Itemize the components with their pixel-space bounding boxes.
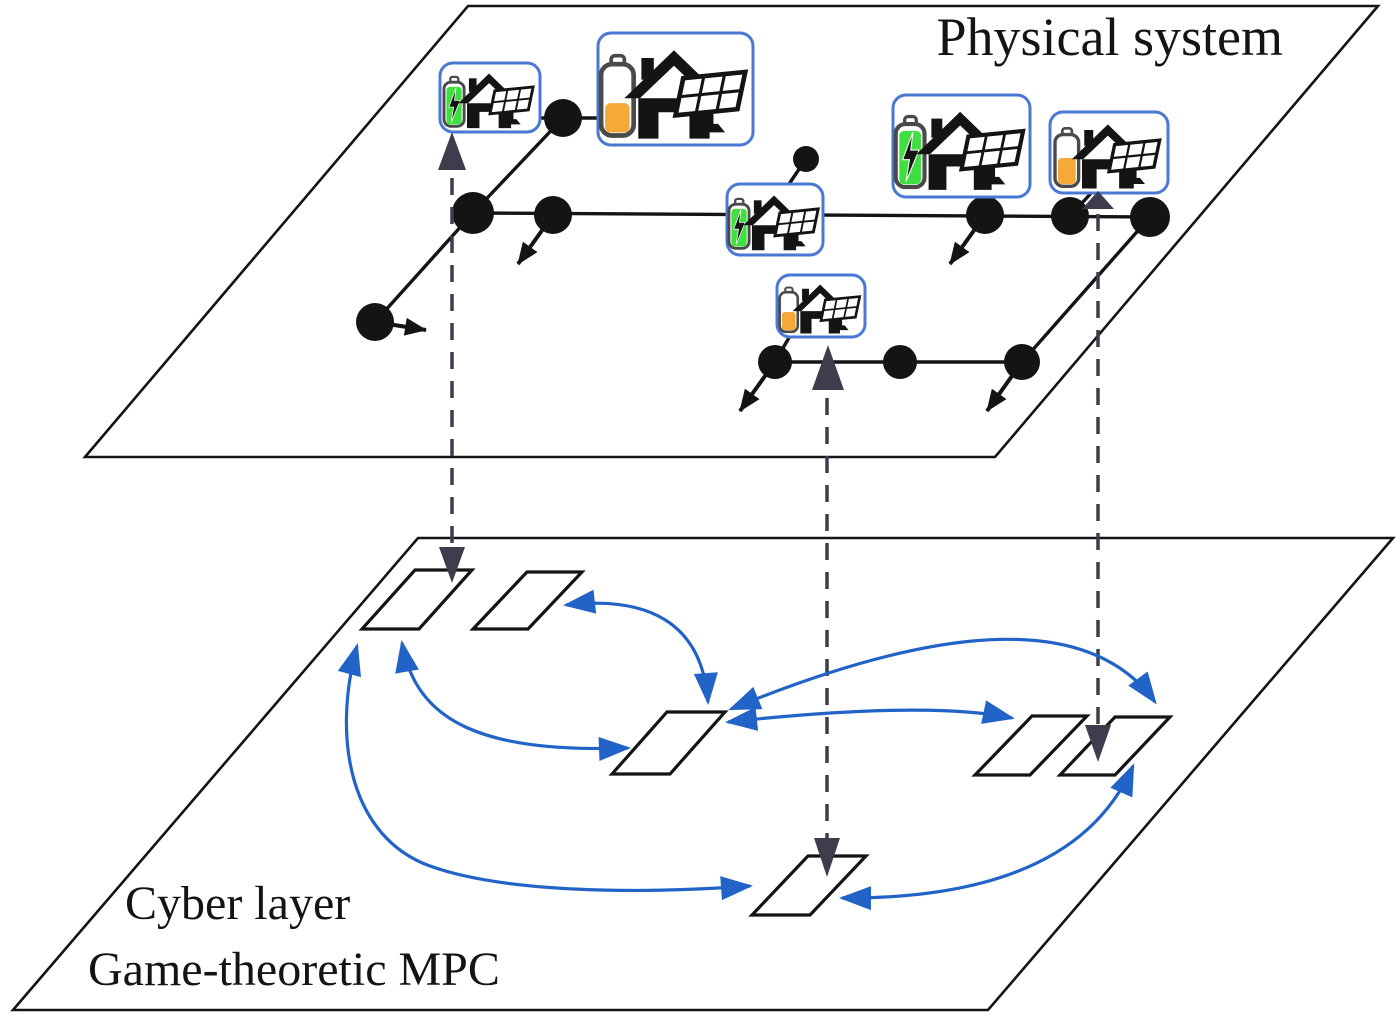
house-box-border [891, 93, 1032, 199]
grid-line-7 [1020, 215, 1152, 364]
house-icon-group [442, 73, 535, 129]
battery-icon [727, 197, 751, 250]
solar-panel-icon [958, 128, 1026, 185]
cyber-layer-label: Cyber layer [125, 877, 350, 930]
cyber-plane [10, 536, 1396, 1012]
downlink-arrowhead-3 [1085, 725, 1111, 762]
house-box-border [596, 31, 755, 147]
comm-arc-agent-3-agent-4 [725, 700, 1015, 731]
house-box-border [725, 182, 825, 257]
uplink-arrowheads [438, 132, 1114, 390]
house-nodes [438, 31, 1170, 339]
physical-system-label: Physical system [937, 7, 1284, 67]
solar-panel-icon [773, 207, 821, 247]
downlink-arrowhead-1 [439, 547, 465, 583]
bus-node-8 [356, 303, 394, 341]
downlink-arrowhead-2 [814, 838, 840, 877]
bus-node-10 [883, 345, 917, 379]
comm-arc-agent-3-agent-5 [728, 637, 1157, 711]
house-4-box [891, 93, 1032, 199]
house-icon-group [598, 50, 749, 139]
house-icon-group [1053, 124, 1162, 189]
charging-bolt-icon [448, 87, 461, 123]
uplink-triangle-3 [812, 345, 844, 390]
solar-panel-icon [1106, 138, 1162, 184]
house-2-box [596, 31, 755, 147]
bus-node-9 [758, 345, 792, 379]
layer-planes [10, 4, 1396, 1012]
grid-line-4 [373, 211, 475, 324]
solar-panel-icon [819, 295, 862, 331]
bus-node-3 [534, 196, 572, 234]
agent-2-parallelogram [469, 570, 586, 631]
house-6-box [775, 273, 867, 339]
solar-panel-icon [672, 69, 749, 133]
communication-arcs [337, 589, 1157, 911]
house-icon-group [893, 111, 1026, 190]
battery-icon [893, 114, 927, 190]
comm-arc-agent-1-agent-6 [337, 643, 753, 901]
cyber-physical-links [450, 178, 1100, 840]
uplink-triangle-1 [438, 132, 466, 170]
house-icon-group [778, 284, 862, 334]
house-3-box [725, 182, 825, 257]
bus-node-5 [966, 196, 1004, 234]
game-theoretic-mpc-label: Game-theoretic MPC [88, 943, 500, 996]
battery-icon [778, 286, 800, 334]
battery-icon [1053, 126, 1081, 188]
battery-icon [442, 75, 466, 128]
charging-bolt-icon [733, 209, 746, 245]
house-icon-group [727, 195, 821, 251]
solar-panel-icon [488, 85, 535, 125]
house-5-box [1048, 110, 1170, 195]
downlink-arrowheads [439, 547, 1111, 877]
bus-node-7 [1130, 197, 1170, 237]
bus-node-2 [452, 192, 494, 234]
comm-arc-agent-5-agent-6 [839, 763, 1135, 911]
bus-node-6 [1051, 197, 1089, 235]
house-1-box [438, 61, 542, 134]
charging-bolt-icon [901, 132, 920, 182]
uplink-triangle-2 [1082, 191, 1114, 209]
bus-node-1 [544, 99, 582, 137]
grid-line-2 [471, 116, 565, 215]
battery-icon [598, 53, 636, 138]
bus-node-11 [1004, 344, 1040, 380]
bus-node-4 [793, 146, 819, 172]
